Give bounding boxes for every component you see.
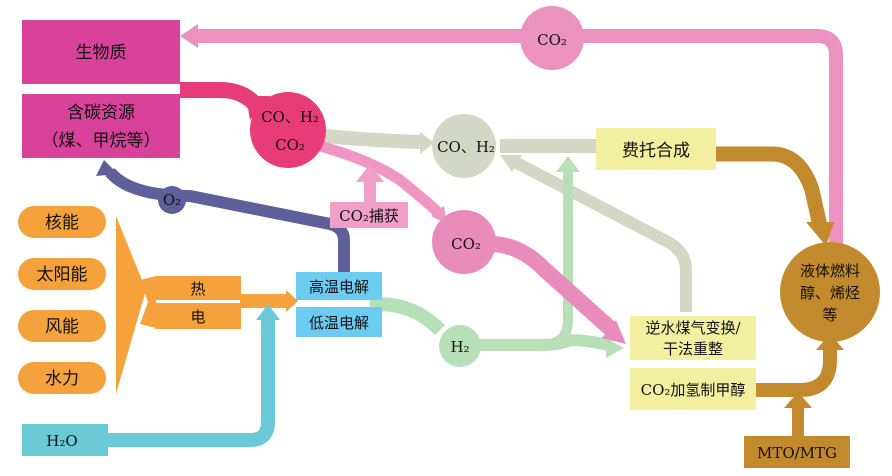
high-temp-electrolysis-label: 高温电解 bbox=[309, 278, 369, 296]
wind-pill bbox=[18, 310, 106, 342]
mto-flow bbox=[792, 406, 804, 436]
syngas-to-co2-flow bbox=[318, 140, 444, 219]
co2-capture-stem bbox=[364, 180, 376, 202]
carbon-resource-label: 含碳资源 bbox=[67, 103, 135, 123]
ft-to-fuel-arrowhead bbox=[806, 222, 834, 246]
co2-return-arrowhead bbox=[180, 24, 198, 48]
h2-to-rwgs-arrowhead bbox=[606, 338, 624, 358]
mto-arrowhead bbox=[784, 392, 812, 408]
rwgs-label-1: 逆水煤气变换/ bbox=[645, 319, 741, 337]
methanol-to-fuel-flow bbox=[756, 346, 837, 397]
electrolysis-to-h2-flow bbox=[369, 297, 445, 336]
liquid-fuel-node bbox=[780, 242, 880, 342]
h2-up-flow bbox=[539, 170, 573, 350]
mto-mtg-box bbox=[744, 436, 850, 468]
h2o-box bbox=[22, 424, 108, 456]
heat-box bbox=[155, 276, 241, 300]
hydro-label: 水力 bbox=[45, 369, 79, 389]
energy-funnel-arrow bbox=[140, 276, 156, 328]
o2-node bbox=[158, 186, 186, 214]
co2-return-flow bbox=[195, 29, 843, 262]
high-temp-electrolysis-box bbox=[296, 272, 382, 300]
rwgs-to-coh2-flow bbox=[512, 156, 692, 312]
h2-node bbox=[439, 325, 481, 367]
fischer-tropsch-label: 费托合成 bbox=[622, 141, 690, 161]
co2-top-label: CO₂ bbox=[537, 31, 567, 49]
syngas-to-coh2-arrowhead bbox=[420, 132, 434, 154]
ft-to-fuel-flow bbox=[716, 146, 828, 228]
co2-to-rwgs-arrowhead bbox=[602, 320, 626, 344]
wind-label: 风能 bbox=[45, 317, 79, 337]
fischer-tropsch-box bbox=[596, 128, 716, 170]
rwgs-to-coh2-arrowhead bbox=[500, 155, 522, 172]
liquid-fuel-label-3: 等 bbox=[822, 306, 837, 324]
syngas-to-coh2-flow bbox=[317, 128, 421, 149]
low-temp-electrolysis-box bbox=[296, 307, 382, 337]
resource-to-syngas-flow bbox=[180, 82, 265, 114]
h2-label: H₂ bbox=[450, 338, 469, 356]
o2-label: O₂ bbox=[163, 191, 181, 209]
low-temp-electrolysis-label: 低温电解 bbox=[309, 314, 369, 332]
power-flow bbox=[240, 294, 288, 308]
co2-to-rwgs-flow bbox=[489, 236, 618, 336]
liquid-fuel-label-2: 醇、烯烃 bbox=[800, 284, 860, 302]
heat-label: 热 bbox=[190, 280, 205, 298]
co2-methanol-box bbox=[630, 368, 756, 410]
carbon-resource-box bbox=[22, 94, 180, 158]
syngas-label-1: CO、H₂ bbox=[261, 108, 319, 126]
co2-capture-label: CO₂捕获 bbox=[339, 207, 399, 225]
rwgs-box bbox=[630, 316, 756, 360]
biomass-label: 生物质 bbox=[76, 43, 127, 63]
biomass-box bbox=[22, 20, 180, 84]
mto-mtg-label: MTO/MTG bbox=[757, 444, 837, 462]
electricity-label: 电 bbox=[190, 308, 205, 326]
nuclear-label: 核能 bbox=[45, 213, 79, 233]
co2-capture-arrowhead bbox=[356, 164, 384, 182]
h2o-label: H₂O bbox=[46, 432, 77, 450]
solar-pill bbox=[18, 258, 106, 290]
h2-up-arrowhead bbox=[556, 156, 580, 172]
h2o-flow bbox=[108, 318, 275, 447]
energy-funnel bbox=[116, 216, 146, 394]
syngas-label-2: CO₂ bbox=[275, 136, 305, 154]
liquid-fuel-label-1: 液体燃料 bbox=[800, 262, 860, 280]
o2-flow bbox=[105, 167, 350, 272]
co2-mid-node bbox=[432, 210, 496, 274]
co-h2-node bbox=[432, 114, 496, 178]
syngas-node bbox=[250, 92, 326, 168]
rwgs-label-2: 干法重整 bbox=[663, 340, 723, 358]
co-h2-label: CO、H₂ bbox=[437, 138, 495, 156]
co2-mid-label: CO₂ bbox=[451, 235, 481, 253]
co2-methanol-label: CO₂加氢制甲醇 bbox=[641, 381, 746, 399]
electricity-box bbox=[155, 303, 241, 329]
power-arrowhead bbox=[286, 290, 298, 312]
co2-capture-box bbox=[330, 202, 408, 228]
carbon-resource-sub-label: （煤、甲烷等） bbox=[42, 131, 161, 151]
co2-top-node bbox=[520, 6, 584, 70]
o2-arrowhead bbox=[96, 160, 118, 176]
hydro-pill bbox=[18, 362, 106, 394]
h2o-arrowhead bbox=[256, 304, 280, 320]
nuclear-pill bbox=[18, 206, 106, 238]
solar-label: 太阳能 bbox=[37, 265, 88, 285]
